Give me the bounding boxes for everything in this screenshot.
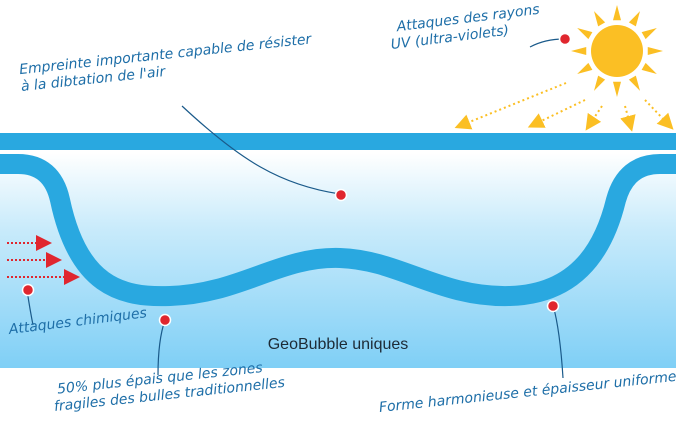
marker-dots	[21, 32, 572, 327]
bubble-tube	[0, 154, 676, 307]
sun-icon	[571, 5, 663, 97]
sun-ray	[641, 28, 657, 40]
sun-ray	[628, 75, 640, 91]
sun-ray	[612, 81, 622, 97]
sun-ray	[612, 5, 622, 21]
sun-ray	[641, 62, 657, 74]
sun-ray	[594, 75, 606, 91]
sun-ray	[628, 11, 640, 27]
top-film	[0, 133, 676, 150]
chemical-arrows	[7, 235, 80, 285]
sun-ray	[577, 28, 593, 40]
sun-ray	[647, 46, 663, 56]
uv-rays	[454, 82, 674, 132]
sun-ray	[594, 11, 606, 27]
sun-ray	[577, 62, 593, 74]
sun-ray	[571, 46, 587, 56]
diagram-caption: GeoBubble uniques	[267, 336, 409, 353]
